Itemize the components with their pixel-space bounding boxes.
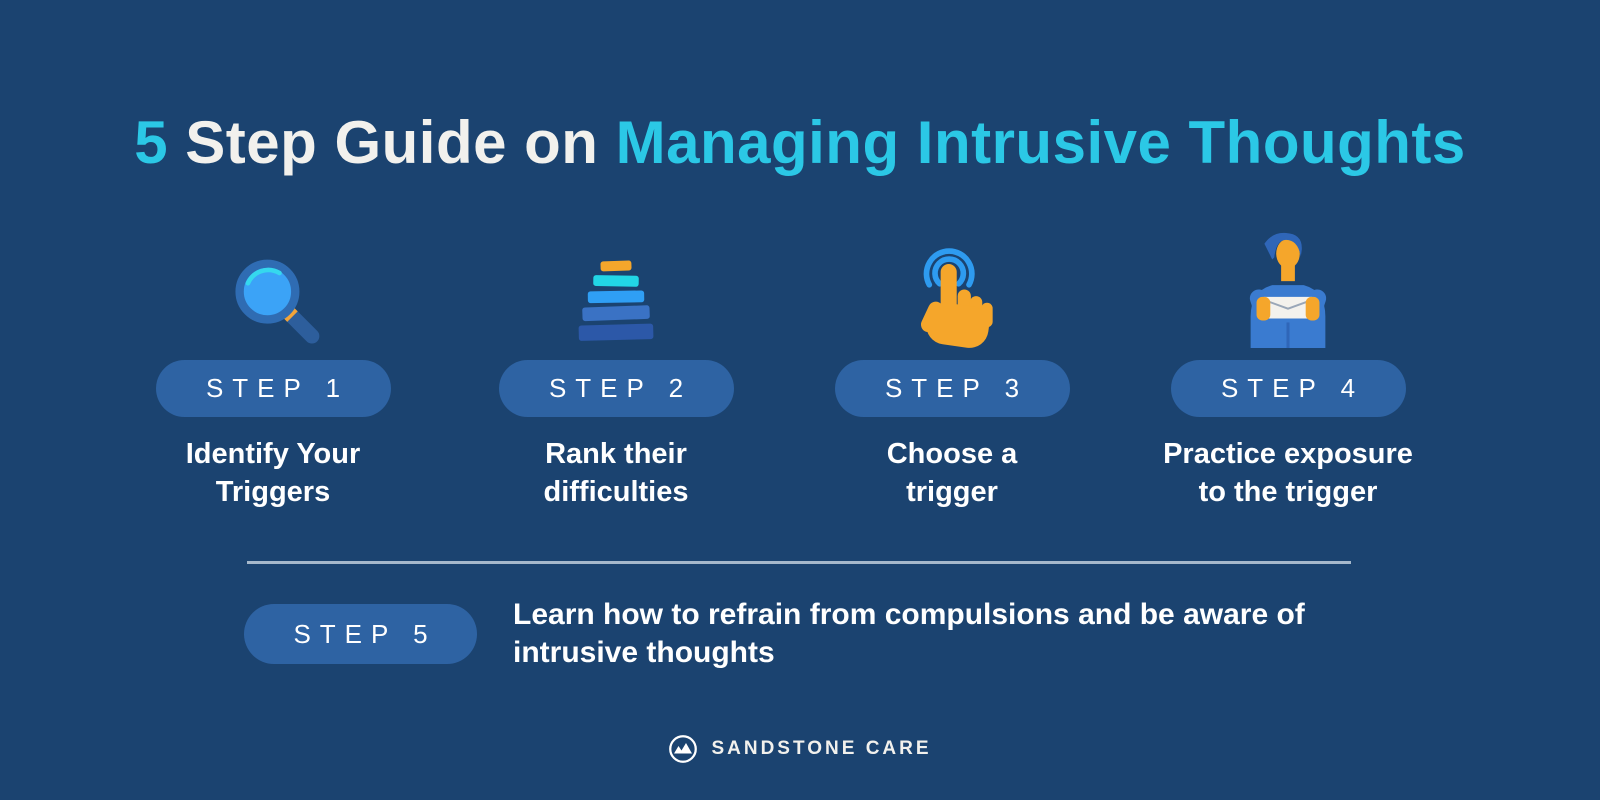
ranked-stack-icon — [566, 228, 666, 350]
step-4-badge: STEP 4 — [1170, 360, 1406, 417]
step-1-badge: STEP 1 — [155, 360, 391, 417]
brand-footer: SANDSTONE CARE — [0, 734, 1600, 764]
person-holding-letter-icon — [1229, 228, 1347, 350]
step-4-label: STEP 4 — [1220, 373, 1365, 403]
step-3-caption: Choose a trigger — [887, 435, 1018, 511]
title-number: 5 — [134, 109, 169, 176]
step-1-column: STEP 1 Identify Your Triggers — [105, 228, 441, 511]
magnifying-glass-icon — [222, 228, 324, 350]
sandstone-care-logo-icon — [668, 734, 698, 764]
step-5-text-line2: intrusive thoughts — [513, 636, 775, 669]
tap-hand-icon — [900, 228, 1004, 350]
steps-row: STEP 1 Identify Your Triggers STEP 2 — [0, 228, 1600, 518]
step-1-caption-line2: Triggers — [215, 476, 331, 508]
step-2-caption-line2: difficulties — [543, 476, 689, 508]
step-5-row: STEP 5 Learn how to refrain from compuls… — [244, 596, 1305, 672]
step-4-column: STEP 4 Practice exposure to the trigger — [1120, 228, 1456, 511]
step-4-caption-line2: to the trigger — [1198, 476, 1378, 508]
title-accent: Managing Intrusive Thoughts — [615, 109, 1466, 176]
step-3-caption-line1: Choose a — [886, 438, 1018, 470]
page-title: 5 Step Guide on Managing Intrusive Thoug… — [0, 108, 1600, 177]
step-2-column: STEP 2 Rank their difficulties — [448, 228, 784, 511]
step-4-caption: Practice exposure to the trigger — [1163, 435, 1413, 511]
title-middle: Step Guide on — [168, 109, 616, 176]
step-3-caption-line2: trigger — [906, 476, 998, 508]
step-2-label: STEP 2 — [548, 373, 693, 403]
step-3-column: STEP 3 Choose a trigger — [784, 228, 1120, 511]
step-3-badge: STEP 3 — [834, 360, 1070, 417]
step-4-caption-line1: Practice exposure — [1163, 438, 1413, 470]
step-1-caption-line1: Identify Your — [185, 438, 361, 470]
step-5-text: Learn how to refrain from compulsions an… — [513, 596, 1305, 672]
step-1-caption: Identify Your Triggers — [186, 435, 361, 511]
step-1-label: STEP 1 — [205, 373, 350, 403]
step-3-label: STEP 3 — [884, 373, 1029, 403]
step-5-text-line1: Learn how to refrain from compulsions an… — [513, 598, 1305, 631]
divider-line — [247, 561, 1351, 564]
step-2-badge: STEP 2 — [498, 360, 734, 417]
step-2-caption: Rank their difficulties — [543, 435, 688, 511]
step-2-caption-line1: Rank their — [545, 438, 687, 470]
brand-name: SANDSTONE CARE — [711, 738, 932, 759]
step-5-badge: STEP 5 — [244, 604, 477, 664]
step-5-label: STEP 5 — [293, 618, 437, 649]
